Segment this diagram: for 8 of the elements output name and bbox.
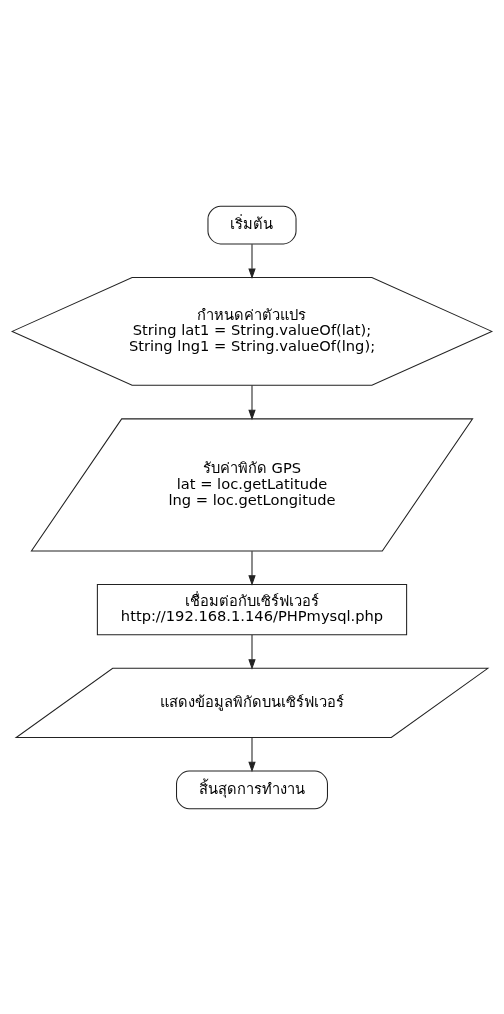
arrow xyxy=(248,384,256,420)
arrow xyxy=(248,550,256,586)
node-box: สิ้นสุดการทำงาน xyxy=(176,770,328,809)
arrow xyxy=(248,634,256,670)
node-box: เริ่มต้น xyxy=(207,205,297,244)
arrow xyxy=(248,736,256,772)
node-box: เชื่อมต่อกับเซิร์ฟเวอร์ http://192.168.1.146/PHPmysql.php xyxy=(96,583,408,635)
arrow xyxy=(248,243,256,279)
